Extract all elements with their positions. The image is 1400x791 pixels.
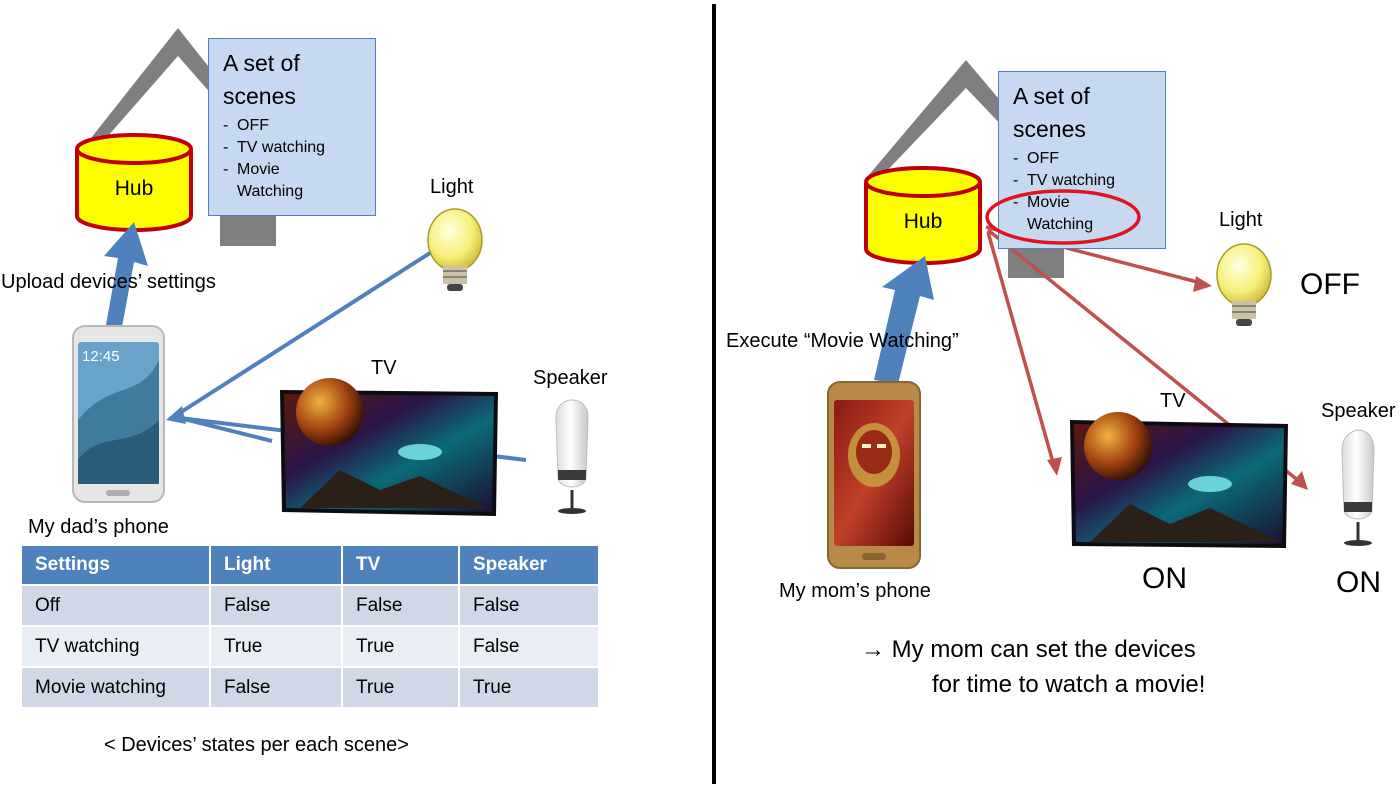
speaker-label: Speaker (533, 367, 608, 389)
speaker-icon (555, 399, 589, 514)
light-label: Light (430, 176, 474, 198)
scenes-title: A set of scenes (1013, 83, 1090, 142)
phone-clock: 12:45 (82, 348, 120, 365)
table-header: Light (210, 546, 343, 585)
table-cell: False (210, 666, 343, 707)
hub-database-icon (75, 133, 193, 232)
table-caption: < Devices’ states per each scene> (104, 734, 409, 756)
table-cell: True (210, 625, 343, 667)
scenes-box-right: A set of scenes OFF TV watching Movie Wa… (998, 71, 1166, 249)
execute-arrow (874, 256, 934, 384)
hub-label-right: Hub (903, 210, 943, 233)
table-cell: False (342, 584, 460, 626)
conclusion-line-1: → My mom can set the devices (861, 636, 1196, 663)
tv-label: TV (371, 357, 397, 379)
scene-item: TV watching (223, 137, 365, 159)
table-row: TV watching True True False (22, 625, 600, 667)
scenes-box: A set of scenes OFF TV watching Movie Wa… (208, 38, 376, 216)
panel-divider (712, 4, 716, 784)
smartphone-icon-right (827, 381, 921, 569)
lightbulb-icon-right (1216, 243, 1272, 326)
table-cell: True (459, 666, 600, 707)
scenes-list: OFF TV watching Movie Watching (223, 115, 365, 203)
scenes-list: OFF TV watching Movie Watching (1013, 148, 1155, 236)
table-cell: True (342, 666, 460, 707)
upload-label: Upload devices’ settings (1, 271, 216, 293)
light-state: OFF (1300, 268, 1360, 301)
speaker-label-right: Speaker (1321, 400, 1396, 422)
link-arrowhead (166, 406, 186, 424)
table-cell: False (459, 584, 600, 626)
table-header-row: Settings Light TV Speaker (22, 546, 600, 585)
speaker-state: ON (1336, 566, 1381, 599)
scene-item: TV watching (1013, 170, 1155, 192)
smartphone-icon (72, 325, 165, 503)
table-row: Movie watching False True True (22, 666, 600, 707)
table-header: Speaker (459, 546, 600, 585)
light-label-right: Light (1219, 209, 1263, 231)
table-cell: True (342, 625, 460, 667)
lightbulb-icon (427, 208, 483, 291)
table-cell: TV watching (22, 625, 211, 667)
table-cell: False (459, 625, 600, 667)
command-arrowheads (1047, 276, 1308, 490)
tv-state: ON (1142, 562, 1187, 595)
conclusion-line-2: for time to watch a movie! (932, 671, 1206, 698)
phone-label: My dad’s phone (28, 516, 169, 538)
tv-icon-right (1070, 412, 1288, 548)
table-cell: Off (22, 584, 211, 626)
hub-label: Hub (114, 177, 154, 200)
scenes-title: A set of scenes (223, 50, 300, 109)
scene-settings-table: Settings Light TV Speaker Off False Fals… (22, 546, 600, 707)
speaker-icon-right (1341, 429, 1375, 546)
table-row: Off False False False (22, 584, 600, 626)
upload-arrow (104, 222, 148, 327)
tv-icon (280, 378, 498, 516)
scene-item: Movie Watching (223, 159, 327, 203)
execute-label: Execute “Movie Watching” (726, 330, 959, 352)
scene-item: OFF (1013, 148, 1155, 170)
table-cell: False (210, 584, 343, 626)
scene-item: Movie Watching (1013, 192, 1117, 236)
table-cell: Movie watching (22, 666, 211, 707)
phone-label-right: My mom’s phone (779, 580, 931, 602)
table-header: TV (342, 546, 460, 585)
tv-label-right: TV (1160, 390, 1186, 412)
scene-item: OFF (223, 115, 365, 137)
table-header: Settings (22, 546, 211, 585)
hub-database-icon-right (864, 166, 982, 265)
